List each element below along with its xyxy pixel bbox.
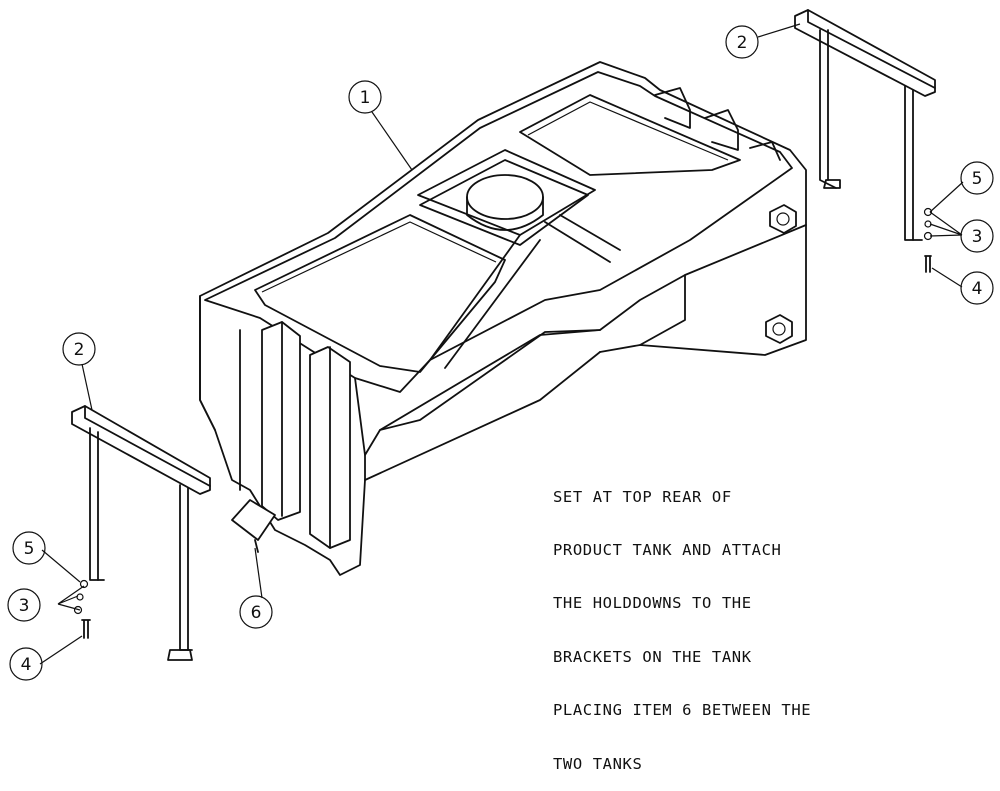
callout-3-right: 3 (960, 219, 994, 253)
holddown-bracket-left (71, 405, 211, 661)
callout-4-left: 4 (9, 647, 43, 681)
note-line: PLACING ITEM 6 BETWEEN THE (553, 701, 812, 720)
callout-6: 6 (239, 595, 273, 629)
tank-assembly-drawing: 1 2 2 5 3 4 5 3 4 6 (7, 9, 994, 681)
note-line: BRACKETS ON THE TANK (553, 647, 752, 666)
note-line: SET AT TOP REAR OF (553, 487, 732, 506)
callout-3-left: 3 (7, 588, 41, 622)
note-line: THE HOLDDOWNS TO THE (553, 594, 752, 613)
svg-text:1: 1 (360, 88, 371, 108)
svg-text:2: 2 (74, 340, 85, 360)
leader-lines (39, 23, 964, 665)
assembly-note: SET AT TOP REAR OF PRODUCT TANK AND ATTA… (553, 453, 853, 791)
product-tank (199, 61, 807, 576)
callout-4-right: 4 (960, 271, 994, 305)
callout-2-right: 2 (725, 25, 759, 59)
svg-text:6: 6 (251, 603, 262, 623)
callout-2-left: 2 (62, 332, 96, 366)
svg-text:4: 4 (972, 279, 983, 299)
svg-text:3: 3 (19, 596, 30, 616)
note-line: PRODUCT TANK AND ATTACH (553, 540, 782, 559)
note-line: TWO TANKS (553, 754, 643, 773)
svg-text:5: 5 (24, 539, 35, 559)
svg-text:5: 5 (972, 169, 983, 189)
svg-text:4: 4 (21, 655, 32, 675)
callout-1: 1 (348, 80, 382, 114)
svg-text:2: 2 (737, 33, 748, 53)
svg-text:3: 3 (972, 227, 983, 247)
callout-5-left: 5 (12, 531, 46, 565)
callout-5-right: 5 (960, 161, 994, 195)
holddown-bracket-right (794, 9, 936, 273)
